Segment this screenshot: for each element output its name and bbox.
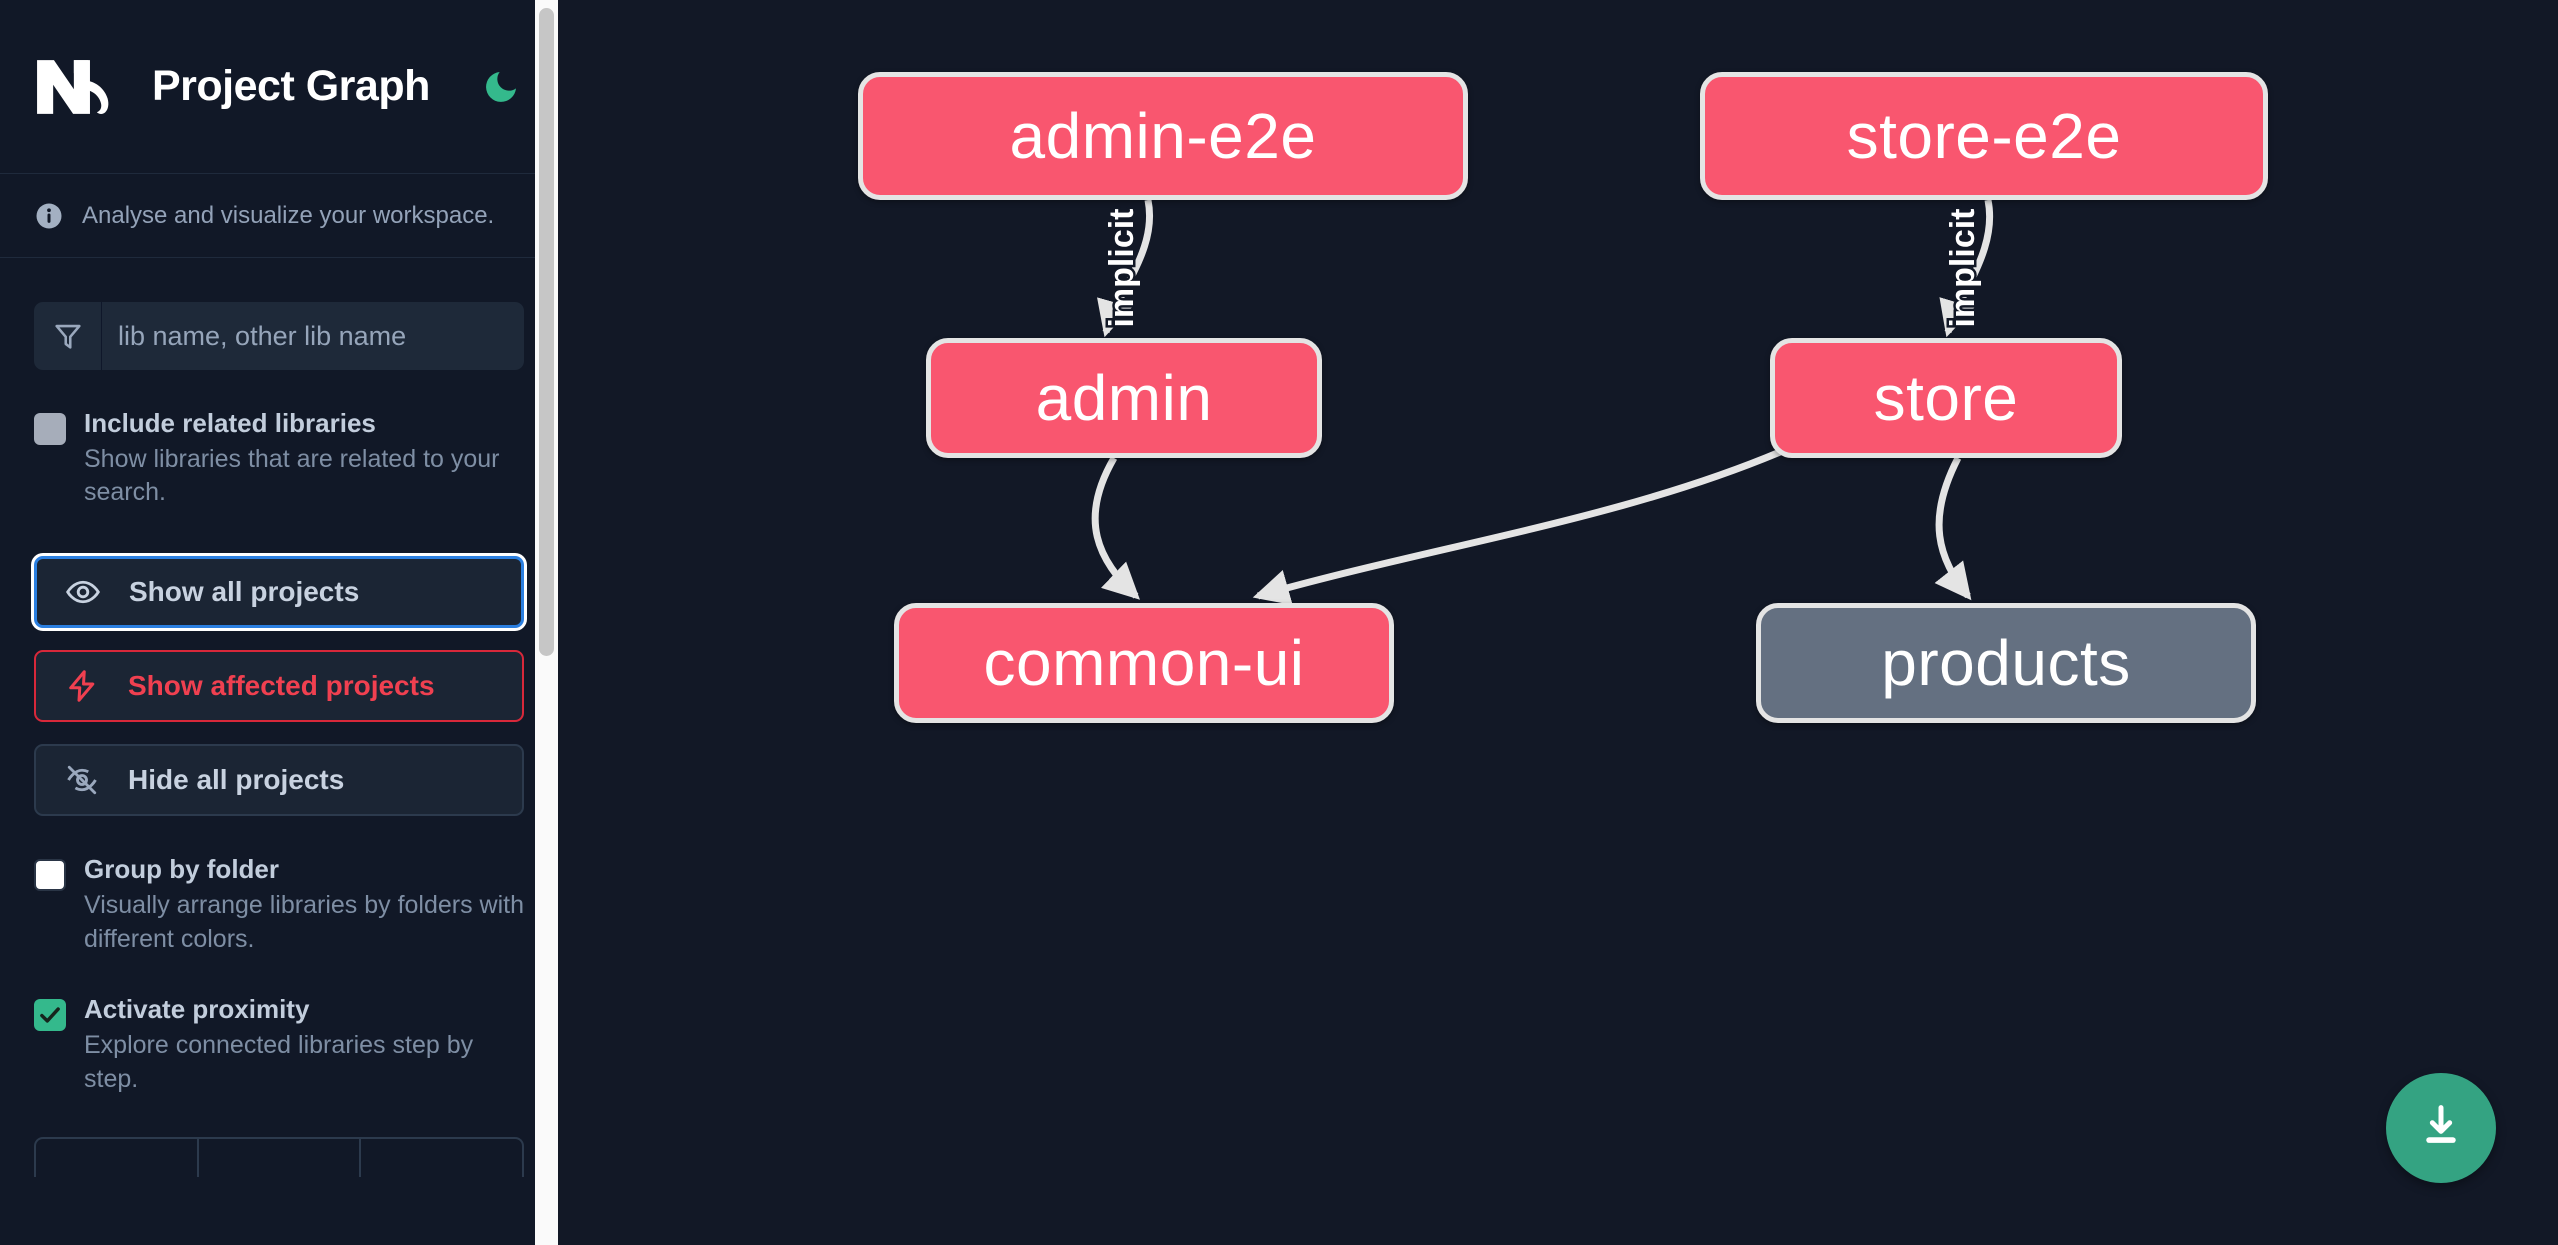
eye-slash-icon — [62, 760, 102, 800]
graph-node-products[interactable]: products — [1756, 603, 2256, 723]
moon-icon[interactable] — [478, 64, 524, 110]
workspace-note-text: Analyse and visualize your workspace. — [82, 202, 495, 229]
option-title: Activate proximity — [84, 994, 310, 1025]
nx-logo-icon — [34, 57, 126, 117]
graph-node-store[interactable]: store — [1770, 338, 2122, 458]
workspace-note: Analyse and visualize your workspace. — [0, 174, 558, 258]
graph-node-admin-e2e[interactable]: admin-e2e — [858, 72, 1468, 200]
option-activate-proximity[interactable]: Activate proximity Explore connected lib… — [34, 994, 524, 1096]
graph-node-label: admin-e2e — [1009, 100, 1317, 172]
segment-1[interactable] — [36, 1138, 199, 1177]
edge-admin-common-ui — [1091, 456, 1140, 600]
option-title: Include related libraries — [84, 408, 376, 438]
sidebar-scrollbar[interactable] — [535, 0, 558, 1245]
filter-icon — [34, 302, 102, 370]
include-related-libraries-checkbox[interactable] — [34, 413, 66, 445]
button-label: Show all projects — [129, 576, 360, 608]
segmented-control-partial[interactable] — [34, 1136, 524, 1177]
bolt-icon — [62, 666, 102, 706]
graph-node-label: common-ui — [983, 627, 1305, 699]
edge-admin-e2e-admin — [1097, 199, 1153, 338]
edge-store-common-ui — [1252, 448, 1782, 606]
option-description: Visually arrange libraries by folders wi… — [84, 890, 525, 953]
button-label: Hide all projects — [128, 764, 345, 796]
option-include-related-libraries[interactable]: Include related libraries Show libraries… — [34, 408, 524, 510]
graph-node-admin[interactable]: admin — [926, 338, 1322, 458]
segment-2[interactable] — [199, 1138, 362, 1177]
button-label: Show affected projects — [128, 670, 435, 702]
sidebar-scrollbar-thumb[interactable] — [539, 8, 554, 656]
edge-store-products — [1934, 456, 1972, 601]
option-title: Group by folder — [84, 854, 279, 885]
graph-edges: implicit implicit — [1091, 199, 1993, 606]
show-all-projects-button[interactable]: Show all projects — [34, 556, 524, 629]
segment-3[interactable] — [361, 1139, 522, 1177]
graph-canvas[interactable]: implicit implicit admin-e2e store-e2e admi… — [558, 0, 2558, 1245]
sidebar: Project Graph Analyse and visualize your… — [0, 0, 558, 1245]
group-by-folder-checkbox[interactable] — [34, 859, 66, 892]
edge-label-implicit-store: implicit — [1944, 208, 1982, 327]
option-group-by-folder[interactable]: Group by folder Visually arrange librari… — [34, 854, 524, 956]
edge-store-e2e-store — [1939, 199, 1993, 338]
option-description: Show libraries that are related to your … — [84, 444, 500, 507]
page-title: Project Graph — [152, 62, 430, 110]
sidebar-header: Project Graph — [0, 0, 558, 174]
graph-node-common-ui[interactable]: common-ui — [894, 603, 1394, 723]
download-icon — [2415, 1100, 2467, 1157]
search-field[interactable] — [34, 302, 524, 370]
search-input[interactable] — [102, 302, 524, 370]
graph-node-label: store-e2e — [1846, 100, 2122, 172]
option-description: Explore connected libraries step by step… — [84, 1031, 474, 1093]
info-icon — [34, 201, 64, 231]
show-affected-projects-button[interactable]: Show affected projects — [34, 650, 524, 723]
activate-proximity-checkbox[interactable] — [34, 999, 66, 1032]
edge-label-implicit-admin: implicit — [1103, 208, 1141, 327]
eye-icon — [63, 572, 103, 612]
download-graph-button[interactable] — [2386, 1073, 2496, 1183]
hide-all-projects-button[interactable]: Hide all projects — [34, 744, 524, 817]
graph-node-label: store — [1873, 362, 2019, 434]
graph-node-store-e2e[interactable]: store-e2e — [1700, 72, 2268, 200]
visibility-buttons: Show all projects Show affected projects — [34, 556, 524, 817]
graph-node-label: products — [1881, 627, 2131, 699]
graph-node-label: admin — [1035, 362, 1213, 434]
